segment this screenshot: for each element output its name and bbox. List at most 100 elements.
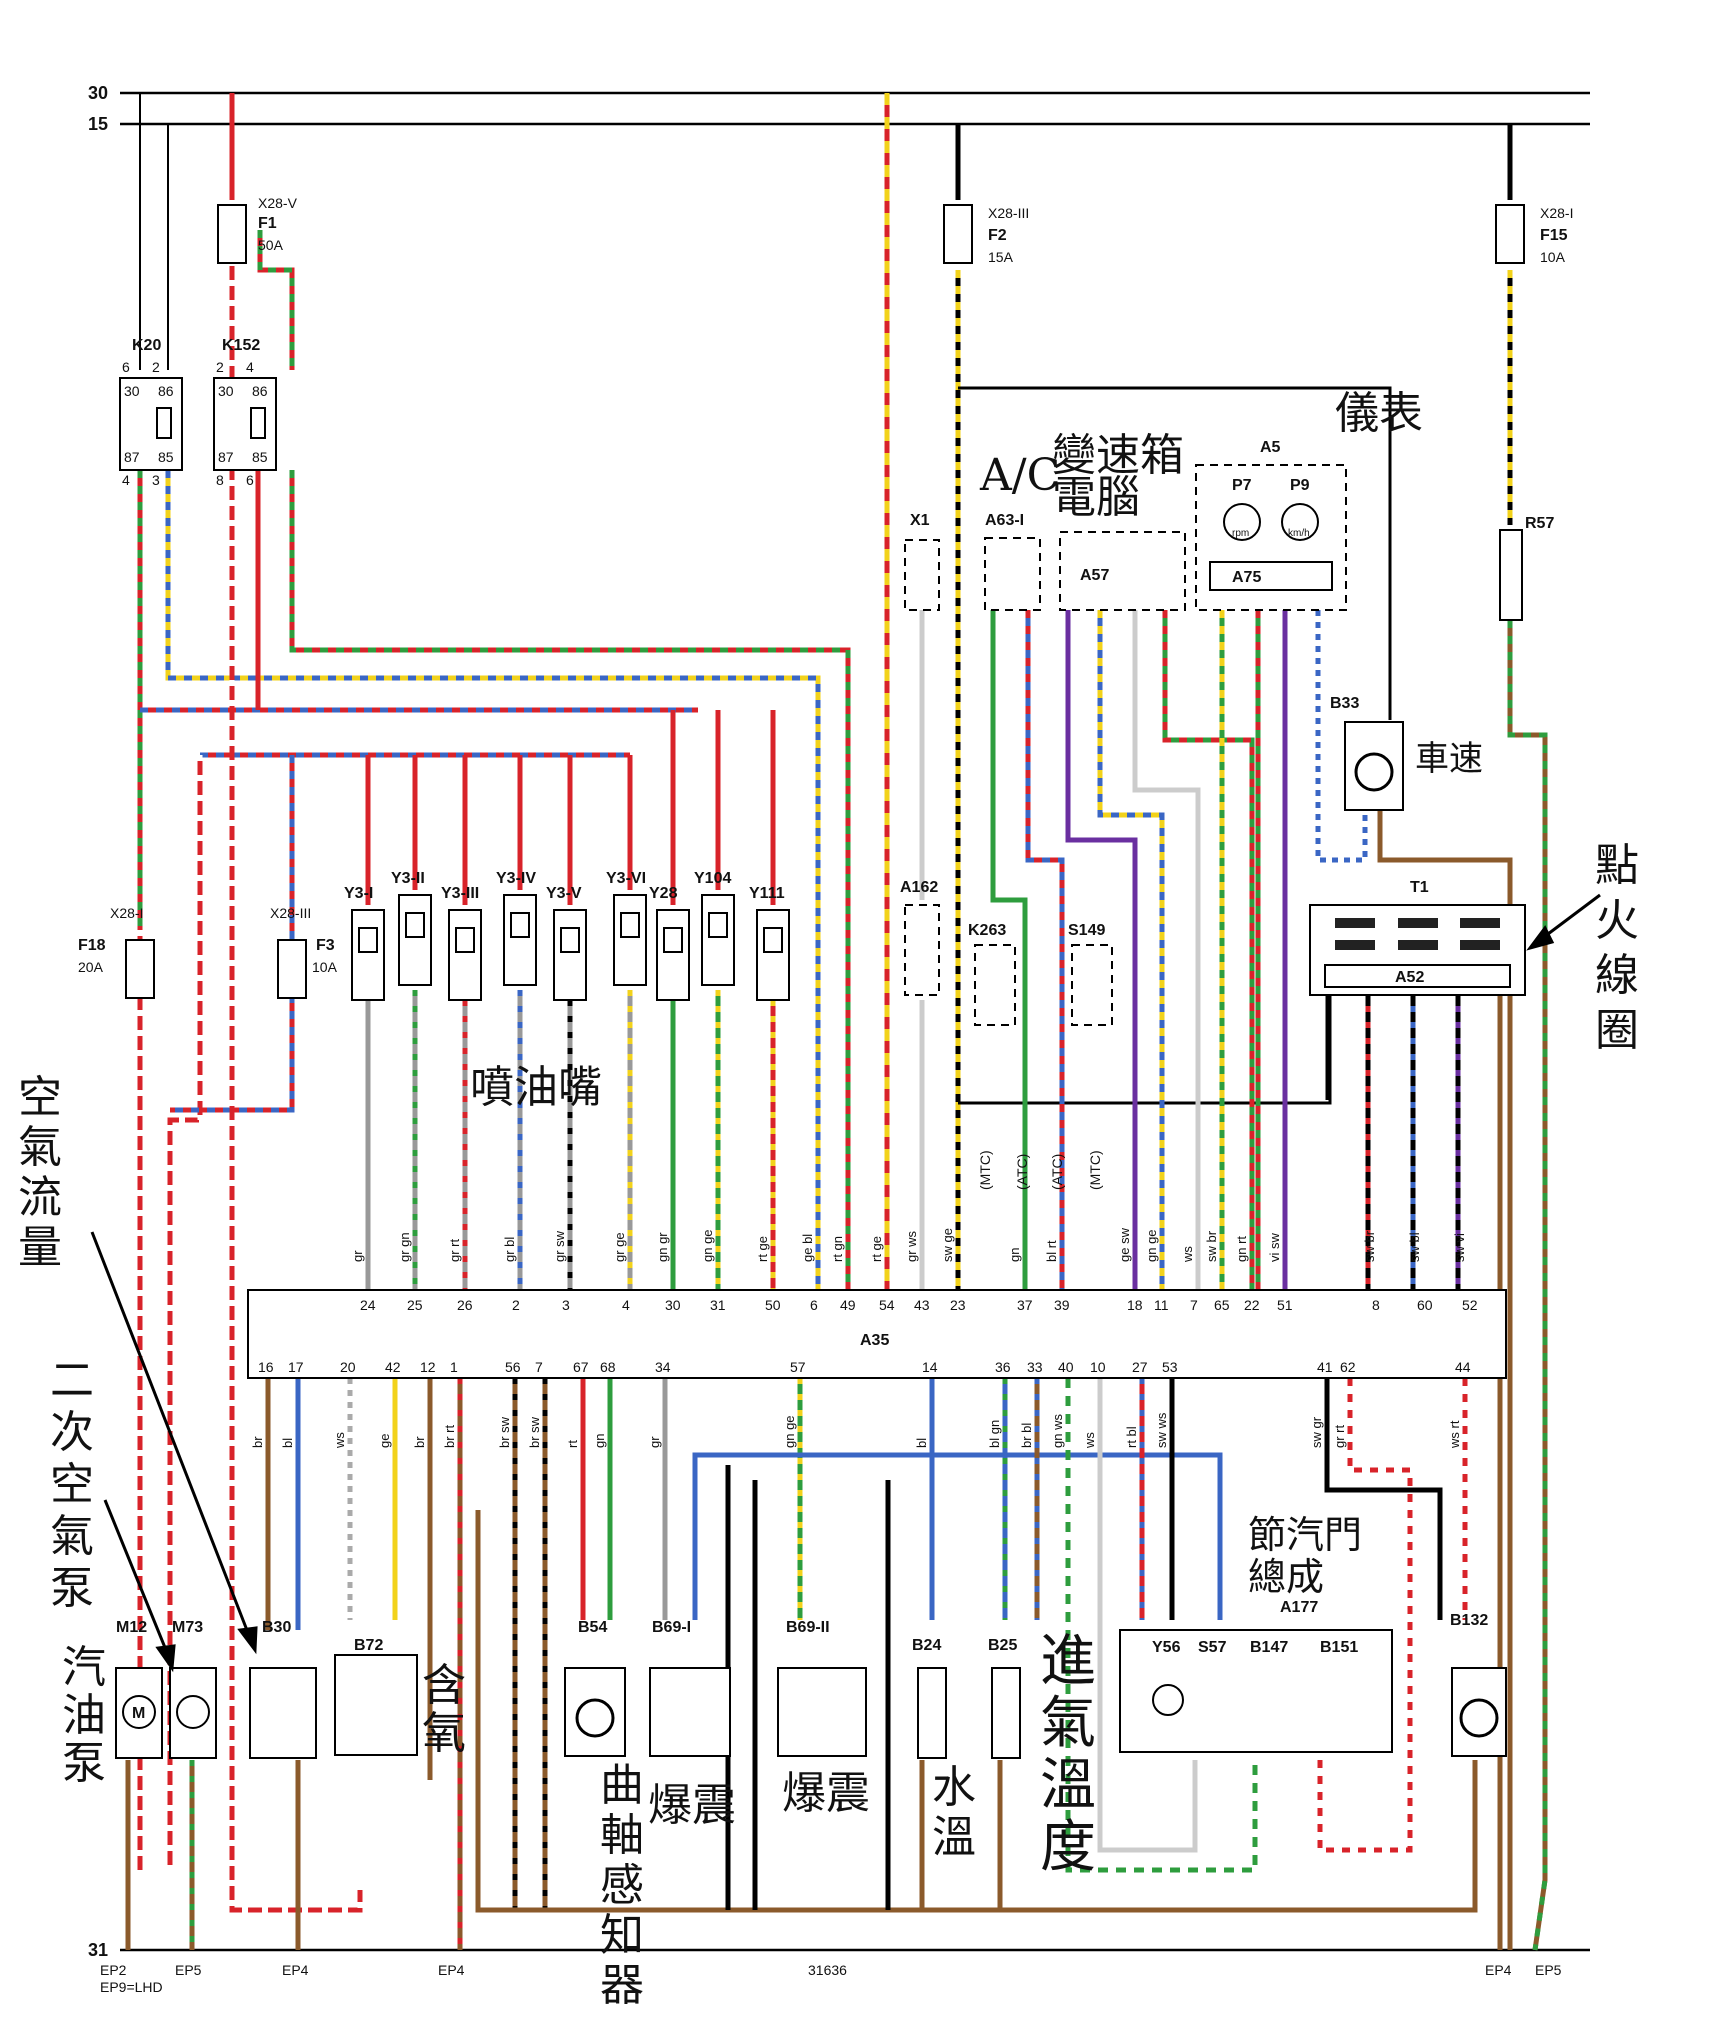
ecu-bottom-pin: 56: [505, 1359, 521, 1375]
secondary-air-pump-m73: M73: [169, 1619, 217, 1759]
ecu-top-pin: 43: [914, 1297, 930, 1313]
ecu-bottom-wire-code: ws: [332, 1432, 347, 1449]
svg-text:圈: 圈: [1595, 1006, 1639, 1055]
svg-text:A162: A162: [900, 879, 938, 896]
ecu-bottom-wire-code: sw ws: [1154, 1412, 1169, 1448]
annotation-gearbox: 變速箱: [1052, 430, 1184, 481]
ecu-top-pin: 31: [710, 1297, 726, 1313]
svg-text:M: M: [132, 1705, 145, 1722]
ecu-top-pin: 18: [1127, 1297, 1143, 1313]
connector-s149: S149: [1068, 922, 1113, 1026]
ecu-bottom-pin: 20: [340, 1359, 356, 1375]
svg-text:進: 進: [1040, 1629, 1096, 1692]
svg-text:A52: A52: [1395, 969, 1424, 986]
speed-sensor-b33: B33: [1330, 695, 1404, 811]
annotation-crank: 曲 軸 感 知 器: [600, 1761, 644, 2010]
annotation-ignition: 點 火 線 圈: [1595, 841, 1639, 1055]
svg-text:P9: P9: [1290, 477, 1310, 494]
annotation-secondary-air: 二 次 空 氣 泵: [50, 1356, 94, 1613]
svg-text:87: 87: [124, 449, 140, 465]
injector-label: Y3-IV: [496, 870, 536, 887]
svg-text:曲: 曲: [600, 1761, 644, 1810]
svg-text:85: 85: [158, 449, 174, 465]
ecu-bottom-wire-code: br bl: [1019, 1423, 1034, 1448]
ecu-bottom-pin: 67: [573, 1359, 589, 1375]
ecu-top-wire-code: sw bl: [1407, 1232, 1422, 1262]
svg-text:氣: 氣: [50, 1512, 94, 1561]
svg-text:水: 水: [932, 1763, 976, 1812]
svg-text:4: 4: [122, 472, 130, 488]
ecu-top-pin: 49: [840, 1297, 856, 1313]
svg-text:(ATC): (ATC): [1014, 1154, 1030, 1190]
ecu-bottom-pin: 1: [450, 1359, 458, 1375]
ecu-top-wire-code: gr rt: [447, 1239, 462, 1263]
svg-text:F1: F1: [258, 215, 277, 232]
ignition-coil-t1: T1 A52: [1309, 879, 1526, 996]
connector-k263: K263: [968, 922, 1016, 1026]
annotation-speed: 車速: [1415, 739, 1483, 779]
svg-text:30: 30: [218, 383, 234, 399]
ecu-bottom-wire-code: ws: [1082, 1432, 1097, 1449]
airflow-sensor-b30: B30: [249, 1619, 317, 1759]
ecu-bottom-pin: 44: [1455, 1359, 1471, 1375]
svg-text:31636: 31636: [808, 1962, 847, 1978]
ecu-top-wire-code: gr: [350, 1250, 365, 1262]
svg-text:X28-I: X28-I: [1540, 205, 1573, 221]
ecu-bottom-pin: 62: [1340, 1359, 1356, 1375]
injector-y3-vi: [613, 894, 647, 986]
ecu-top-pin: 24: [360, 1297, 376, 1313]
svg-text:K152: K152: [222, 337, 260, 354]
svg-text:B69-I: B69-I: [652, 1619, 691, 1636]
ecu-bottom-pin: 36: [995, 1359, 1011, 1375]
svg-text:8: 8: [216, 472, 224, 488]
throttle-body-a177: A177 Y56 S57 B147 B151: [1119, 1599, 1393, 1753]
ground-labels: EP2 EP9=LHD EP5 EP4 EP4 EP4 EP5 31636: [100, 1962, 1562, 1995]
svg-text:86: 86: [158, 383, 174, 399]
svg-text:B54: B54: [578, 1619, 607, 1636]
annotation-knock-2: 爆震: [782, 1768, 870, 1819]
injector-label: Y3-V: [546, 885, 582, 902]
ecu-top-wire-code: gr ws: [904, 1230, 919, 1262]
svg-text:器: 器: [600, 1961, 644, 2010]
ecu-top-wire-code: sw vi: [1452, 1233, 1467, 1262]
ecu-top-wire-code: ws: [1180, 1246, 1195, 1263]
ecu-top-pin: 8: [1372, 1297, 1380, 1313]
ecu-top-pin: 26: [457, 1297, 473, 1313]
ecu-top-pin: 2: [512, 1297, 520, 1313]
ecu-bottom-wire-code: sw gr: [1309, 1416, 1324, 1448]
svg-text:F18: F18: [78, 937, 106, 954]
ecu-top-pin: 11: [1154, 1297, 1169, 1313]
svg-text:EP2: EP2: [100, 1962, 127, 1978]
injector-label: Y28: [649, 885, 678, 902]
relay-k20: K20 6 2 30 86 87 85 4 3: [119, 337, 183, 488]
svg-text:B147: B147: [1250, 1639, 1288, 1656]
svg-text:溫: 溫: [932, 1813, 976, 1862]
svg-text:km/h: km/h: [1288, 528, 1310, 539]
svg-text:6: 6: [122, 359, 130, 375]
svg-text:氣: 氣: [1040, 1691, 1096, 1754]
svg-text:A75: A75: [1232, 569, 1261, 586]
svg-text:B30: B30: [262, 1619, 291, 1636]
svg-text:2: 2: [216, 359, 224, 375]
svg-text:10A: 10A: [1540, 249, 1566, 265]
instrument-cluster-a5: A5 P7 P9 rpm km/h A75: [1195, 439, 1347, 611]
ecu-bottom-pin: 27: [1132, 1359, 1148, 1375]
svg-text:S149: S149: [1068, 922, 1105, 939]
injector-y3-iii: [448, 909, 482, 1001]
svg-text:次: 次: [50, 1408, 94, 1457]
ecu-bottom-pin: 17: [288, 1359, 304, 1375]
svg-text:S57: S57: [1198, 1639, 1227, 1656]
annotation-throttle: 節汽門 總成: [1248, 1515, 1362, 1599]
ecu-bottom-wire-code: gr rt: [1332, 1425, 1347, 1449]
crank-sensor-b54: B54: [564, 1619, 626, 1757]
ecu-top-pin: 6: [810, 1297, 818, 1313]
svg-text:R57: R57: [1525, 515, 1554, 532]
svg-text:總成: 總成: [1248, 1557, 1324, 1599]
ecu-top-wire-code: bl rt: [1044, 1240, 1059, 1262]
ecu-bottom-wire-code: bl: [280, 1438, 295, 1448]
injector-y3-ii: [398, 894, 432, 986]
module-a63: A63-I: [984, 512, 1041, 611]
ecu-bottom-wire-code: br rt: [442, 1425, 457, 1449]
ecu-bottom-wire-code: gr: [647, 1436, 662, 1448]
svg-text:M73: M73: [172, 1619, 203, 1636]
